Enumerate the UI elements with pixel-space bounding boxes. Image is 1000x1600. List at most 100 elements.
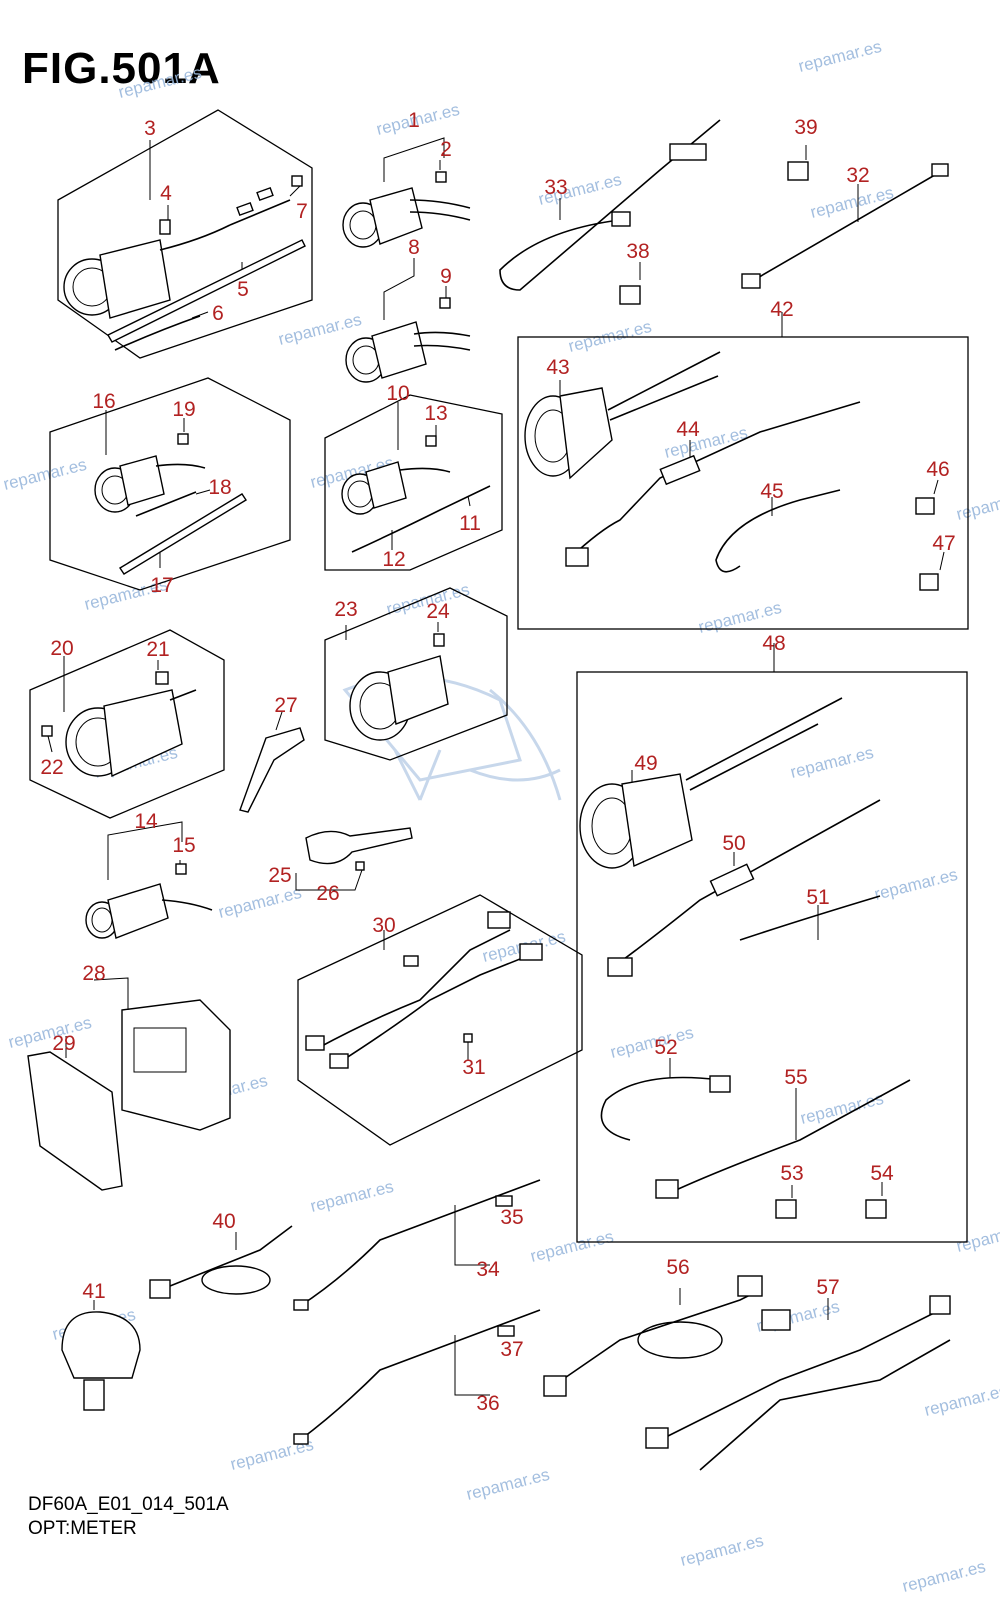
cable-33 bbox=[499, 119, 721, 291]
bulb-7 bbox=[291, 175, 303, 187]
tube-5 bbox=[107, 239, 306, 343]
cable-55-connector bbox=[655, 1179, 679, 1199]
part-label-51: 51 bbox=[806, 886, 829, 909]
display-28-screen bbox=[133, 1027, 187, 1073]
part-label-53: 53 bbox=[780, 1162, 803, 1185]
watermark-text: repamar.es bbox=[954, 485, 1000, 524]
part-label-13: 13 bbox=[424, 402, 447, 425]
group-box-23 bbox=[324, 587, 508, 761]
diagram-code: DF60A_E01_014_501A bbox=[28, 1494, 229, 1515]
part-label-46: 46 bbox=[926, 458, 949, 481]
watermark-text: repamar.es bbox=[872, 865, 959, 904]
part-label-45: 45 bbox=[760, 480, 783, 503]
part-label-55: 55 bbox=[784, 1066, 807, 1089]
bulb-22 bbox=[41, 725, 53, 737]
part-label-29: 29 bbox=[52, 1032, 75, 1055]
screw-26 bbox=[355, 861, 365, 871]
group-box-48 bbox=[576, 671, 968, 1243]
part-label-24: 24 bbox=[426, 600, 450, 623]
part-label-48: 48 bbox=[762, 632, 785, 655]
bulb-19 bbox=[177, 433, 189, 445]
group-box-3 bbox=[57, 109, 313, 359]
harness-34 bbox=[299, 1179, 541, 1307]
group-outlines bbox=[29, 109, 969, 1243]
watermark-text: repamar.es bbox=[954, 1217, 1000, 1256]
harness-30 bbox=[305, 911, 543, 1069]
watermark-text: repamar.es bbox=[900, 1557, 987, 1596]
harness-50 bbox=[619, 799, 881, 963]
part-label-47: 47 bbox=[932, 532, 955, 555]
cable-32-end-b bbox=[931, 163, 949, 177]
part-label-41: 41 bbox=[82, 1280, 105, 1303]
watermark-text: repamar.es bbox=[608, 1023, 695, 1062]
bezel-29 bbox=[27, 1051, 123, 1191]
part-label-30: 30 bbox=[372, 914, 395, 937]
cable-56-connector bbox=[737, 1275, 763, 1297]
harness-57-b bbox=[699, 1339, 951, 1471]
screw-31 bbox=[463, 1033, 473, 1043]
part-label-12: 12 bbox=[382, 548, 405, 571]
meter-1 bbox=[342, 187, 471, 248]
harness-50-connector bbox=[607, 957, 633, 977]
watermark-text: repamar.es bbox=[464, 1465, 551, 1504]
part-label-23: 23 bbox=[334, 598, 357, 621]
harness-50-sleeve bbox=[709, 863, 755, 897]
part-label-14: 14 bbox=[134, 810, 158, 833]
watermark-text: repamar.es bbox=[6, 1013, 93, 1052]
fuse-37 bbox=[497, 1325, 515, 1337]
watermark-text: repamar.es bbox=[808, 183, 895, 222]
harness-34-end bbox=[293, 1299, 309, 1311]
part-number-labels: 3 4 7 5 6 1 2 8 9 16 19 18 17 10 13 11 1… bbox=[40, 109, 955, 1415]
bulb-15 bbox=[175, 863, 187, 875]
cable-40 bbox=[159, 1225, 293, 1291]
meter-8 bbox=[345, 321, 471, 383]
gauge-23 bbox=[349, 655, 449, 741]
part-label-33: 33 bbox=[544, 176, 567, 199]
part-label-50: 50 bbox=[722, 832, 745, 855]
group-box-42 bbox=[517, 336, 969, 630]
plug-47 bbox=[919, 573, 939, 591]
tie-6 bbox=[114, 315, 201, 351]
part-label-38: 38 bbox=[626, 240, 649, 263]
part-label-7: 7 bbox=[296, 200, 308, 223]
bulb-21 bbox=[155, 671, 169, 685]
cable-33-end bbox=[611, 211, 631, 227]
cable-45 bbox=[715, 489, 841, 573]
bulb-2 bbox=[435, 171, 447, 183]
bulb-13 bbox=[425, 435, 437, 447]
part-label-35: 35 bbox=[500, 1206, 523, 1229]
harness-57-connector-b bbox=[645, 1427, 669, 1449]
part-label-32: 32 bbox=[846, 164, 869, 187]
part-label-20: 20 bbox=[50, 637, 73, 660]
meter-14 bbox=[85, 883, 213, 939]
part-label-49: 49 bbox=[634, 752, 657, 775]
watermark-text: repamar.es bbox=[798, 1089, 885, 1128]
harness-36-end bbox=[293, 1433, 309, 1445]
part-label-17: 17 bbox=[150, 574, 173, 597]
watermark-text: repamar.es bbox=[528, 1227, 615, 1266]
part-label-4: 4 bbox=[160, 182, 172, 205]
part-label-26: 26 bbox=[316, 882, 339, 905]
part-label-3: 3 bbox=[144, 117, 156, 140]
meter-43 bbox=[524, 351, 721, 480]
cable-55 bbox=[675, 1079, 911, 1191]
part-label-34: 34 bbox=[476, 1258, 500, 1281]
part-label-54: 54 bbox=[870, 1162, 894, 1185]
sensor-41 bbox=[61, 1311, 141, 1379]
bulb-4 bbox=[159, 219, 171, 235]
cable-32-end-a bbox=[741, 273, 761, 289]
watermark-text: repamar.es bbox=[216, 883, 303, 922]
cable-52 bbox=[600, 1076, 721, 1141]
bulb-24 bbox=[433, 633, 445, 647]
watermark-text: repamar.es bbox=[116, 63, 203, 102]
harness-36 bbox=[299, 1309, 541, 1441]
part-label-25: 25 bbox=[268, 864, 291, 887]
gauge-20 bbox=[65, 689, 197, 778]
part-label-57: 57 bbox=[816, 1276, 839, 1299]
part-label-1: 1 bbox=[408, 109, 420, 132]
lever-25 bbox=[305, 827, 413, 865]
cable-40-sensor bbox=[149, 1279, 171, 1299]
part-label-2: 2 bbox=[440, 138, 452, 161]
plug-38 bbox=[619, 285, 641, 305]
